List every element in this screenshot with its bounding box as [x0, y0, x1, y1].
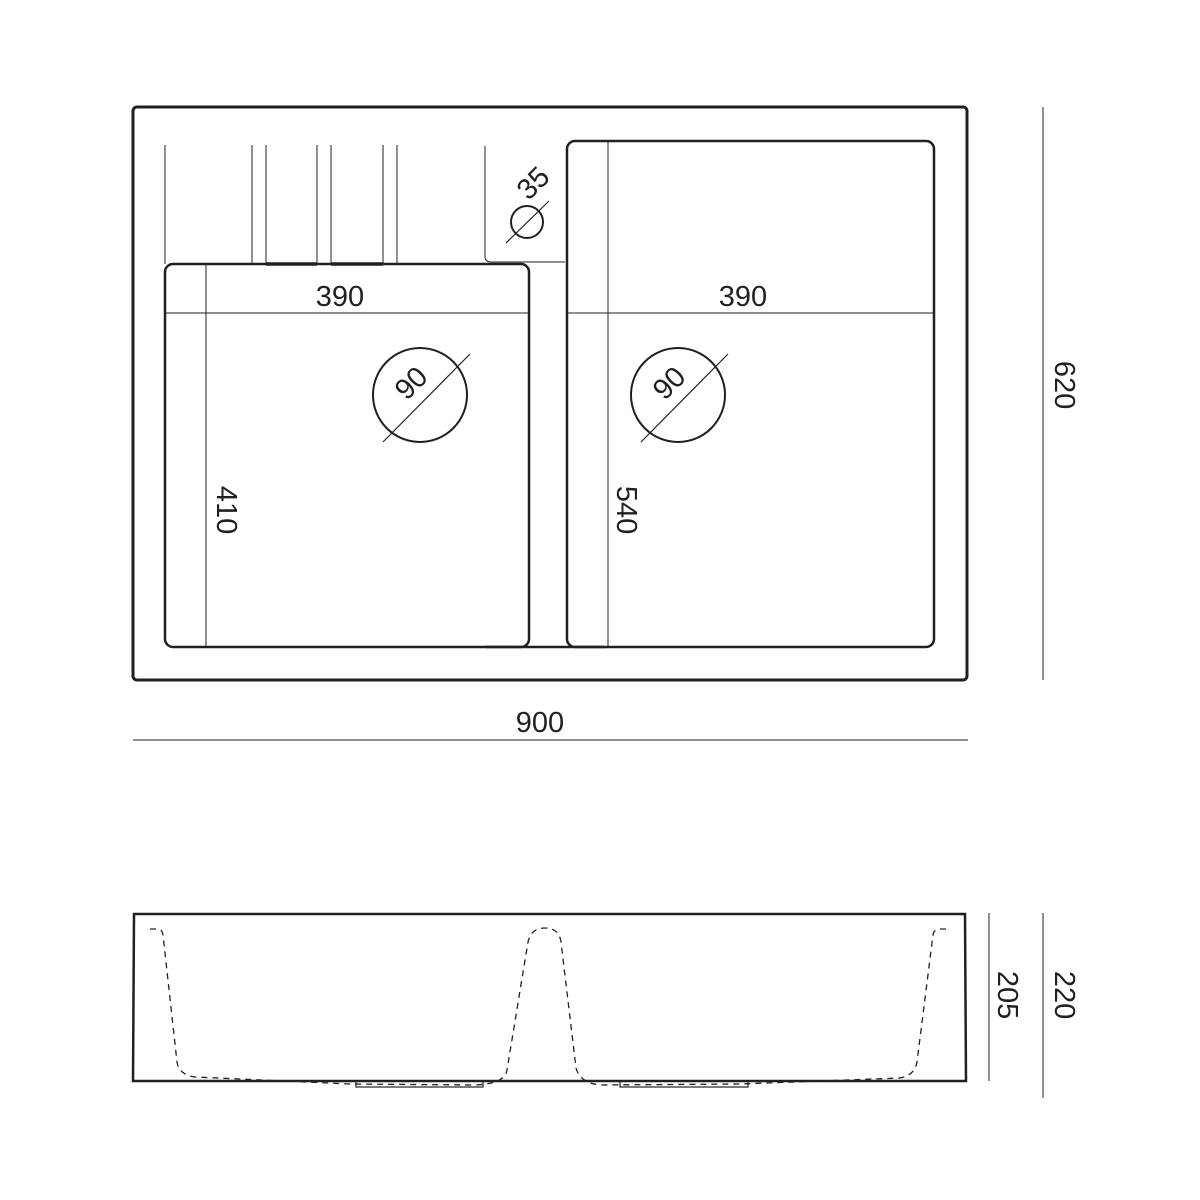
- bowl-profile-dashed: [150, 927, 946, 1086]
- left-bowl: [163, 262, 531, 649]
- right-bowl: [565, 139, 936, 649]
- tap-hole-diameter-label: 35: [511, 161, 556, 206]
- left-drain-diameter-label: 90: [389, 361, 434, 406]
- right-bowl-width-label: 390: [719, 281, 767, 313]
- right-drain-outlet: [619, 1080, 749, 1088]
- left-bowl-width-label: 390: [316, 281, 364, 313]
- sink-outline: [131, 105, 969, 682]
- left-bowl-depth-label: 410: [210, 486, 242, 534]
- overall-depth-label: 620: [1048, 361, 1080, 409]
- right-drain-icon: 90: [630, 347, 729, 443]
- side-view: 205 220: [131, 912, 1080, 1098]
- tap-hole-icon: 35: [505, 161, 556, 244]
- left-drain-outlet: [355, 1080, 484, 1088]
- side-outline: [131, 912, 968, 1083]
- overall-height-label: 220: [1048, 971, 1080, 1019]
- tap-area-outline: [484, 146, 565, 263]
- overall-width-label: 900: [516, 707, 564, 739]
- left-drain-icon: 90: [372, 347, 471, 443]
- bowl-depth-label: 205: [991, 971, 1023, 1019]
- accessory-guide-lines: [164, 145, 398, 266]
- top-view: 390 410 90 35 390: [131, 105, 1080, 741]
- right-drain-diameter-label: 90: [647, 361, 692, 406]
- right-bowl-depth-label: 540: [610, 486, 642, 534]
